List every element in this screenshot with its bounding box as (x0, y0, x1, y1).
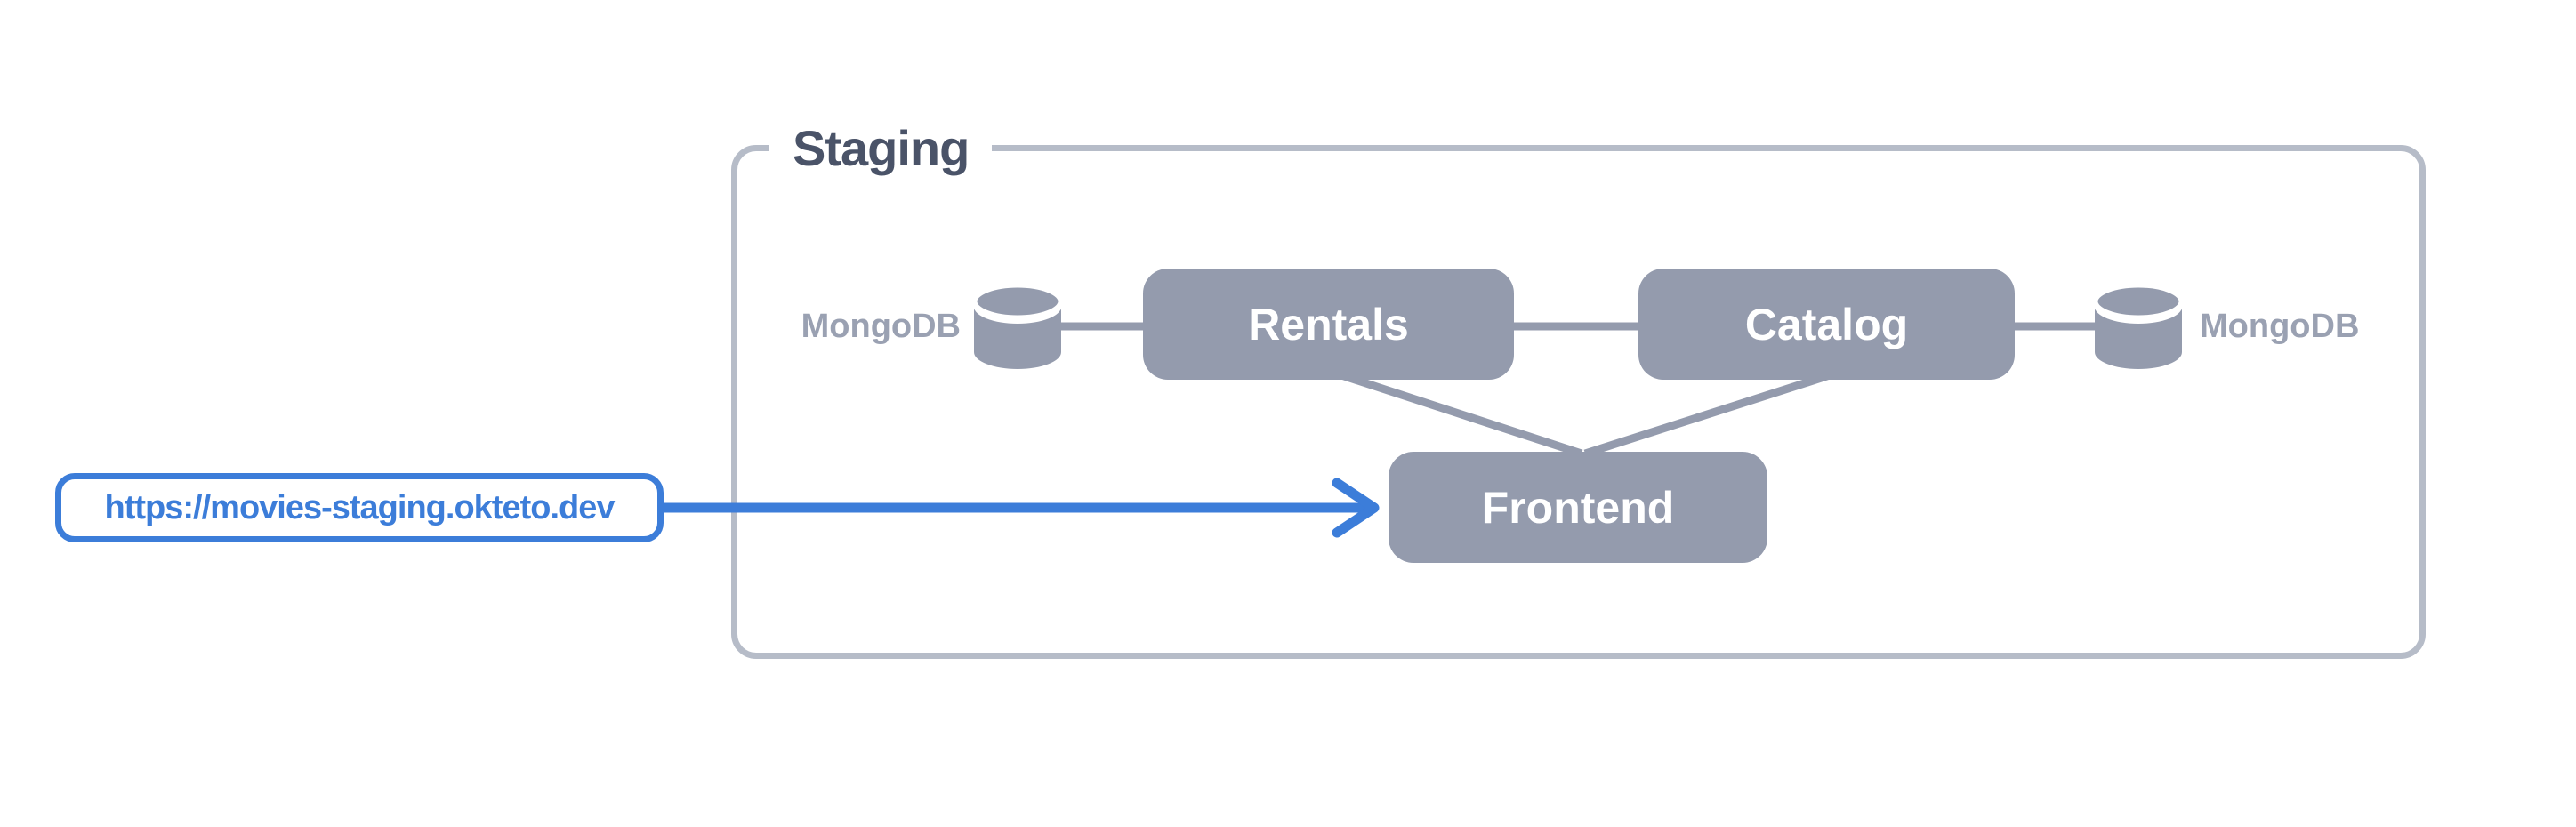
staging-group-label: Staging (769, 123, 993, 174)
database-icon-left (970, 281, 1065, 369)
node-frontend: Frontend (1389, 452, 1767, 563)
database-icon-right (2091, 281, 2186, 369)
node-catalog-label: Catalog (1744, 299, 1909, 349)
url-callout: https://movies-staging.okteto.dev (55, 473, 664, 542)
url-callout-text: https://movies-staging.okteto.dev (104, 488, 616, 526)
mongodb-label-right: MongoDB (2200, 308, 2360, 345)
staging-group-box (731, 145, 2426, 659)
node-rentals-label: Rentals (1248, 299, 1409, 349)
node-rentals: Rentals (1143, 269, 1514, 380)
mongodb-label-left: MongoDB (801, 308, 961, 345)
connector-catalog-frontend (1583, 370, 1834, 458)
node-frontend-label: Frontend (1481, 482, 1675, 533)
node-catalog: Catalog (1638, 269, 2015, 380)
connector-rentals-frontend (1337, 370, 1583, 458)
request-arrow (655, 478, 1380, 538)
